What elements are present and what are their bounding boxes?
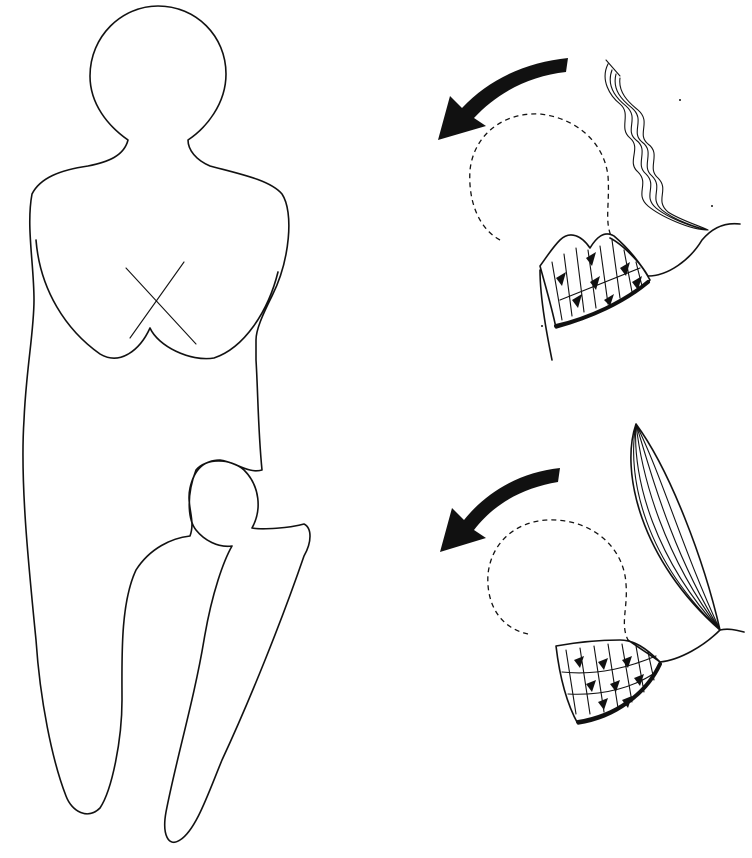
rotation-arrow-top-icon — [438, 58, 568, 140]
forearm-right — [130, 262, 184, 338]
scan-speck — [541, 325, 543, 327]
scan-speck — [711, 205, 713, 207]
muscle-fibers-top — [605, 60, 708, 230]
opposing-bone-top — [610, 224, 740, 276]
muscle-fibers-bottom — [631, 424, 720, 630]
joint-diagram-top — [438, 58, 740, 360]
articular-surface-top — [556, 282, 648, 326]
opposing-bone-bottom — [628, 629, 744, 662]
bone-head-outline-bottom — [488, 520, 628, 640]
forearm-left — [126, 268, 196, 344]
body-outline-figure — [23, 6, 310, 842]
bone-shaft-top — [540, 270, 552, 360]
bone-head-outline-top — [470, 114, 612, 240]
held-limb-outline — [165, 461, 310, 842]
body-silhouette — [23, 6, 289, 814]
scan-speck — [679, 99, 681, 101]
stress-markers-top — [556, 252, 642, 308]
rotation-arrow-bottom-icon — [440, 468, 560, 552]
joint-diagram-bottom — [440, 424, 744, 724]
